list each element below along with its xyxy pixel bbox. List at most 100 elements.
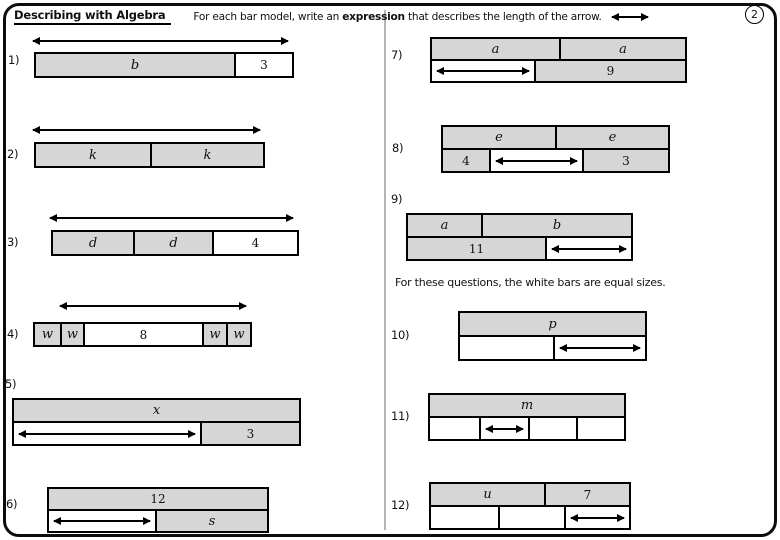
problem-number-10: 10) [391,328,410,342]
arrow-cell [14,423,200,444]
arrow-cell [564,507,629,528]
bar-row: 12 [49,489,267,509]
bar-cell-7: 7 [544,484,629,505]
bar-cell-b: b [36,54,234,76]
problem-number-2: 2) [7,147,19,161]
bar-cell-b: b [481,215,631,236]
arrow-cell [553,337,645,359]
example-double-arrow-icon [610,13,649,21]
measure-arrow-icon-9 [551,244,627,253]
bar-cell-a: a [432,39,559,59]
bar-row [460,335,645,359]
bar-cell [528,418,576,439]
bar-row: 9 [432,59,685,81]
equal-sizes-note: For these questions, the white bars are … [395,276,666,289]
bar-row: x [14,400,299,421]
bar-cell-m: m [430,395,624,416]
bar-cell-p: p [460,313,645,335]
problem-number-4: 4) [7,327,19,341]
problem-number-12: 12) [391,498,410,512]
bar-cell [460,337,553,359]
measure-arrow-icon-8 [495,156,578,165]
bar-row [431,505,629,528]
bar-cell [431,507,498,528]
bar-cell-k: k [36,144,150,166]
bar-cell-3: 3 [234,54,292,76]
bar-cell [430,418,479,439]
bar-model-10: p [458,311,647,361]
arrow-cell [489,150,582,171]
bar-cell-8: 8 [83,324,202,345]
page-number-badge: 2 [745,5,764,24]
problem-number-9: 9) [391,192,403,206]
bar-cell-4: 4 [443,150,489,171]
bar-cell-w: w [226,324,250,345]
column-divider [384,10,386,530]
bar-cell-d: d [133,232,212,254]
problem-number-8: 8) [392,141,404,155]
bar-model-11: m [428,393,626,441]
bar-cell-u: u [431,484,544,505]
instruction-bold-word: expression [342,10,405,23]
arrow-cell [479,418,528,439]
measure-arrow-icon-7 [436,67,530,75]
measure-arrow-icon-1 [32,37,289,45]
instruction-suffix: that describes the length of the arrow. [404,10,602,23]
bar-row: p [460,313,645,335]
bar-cell-11: 11 [408,238,545,259]
bar-cell-a: a [408,215,481,236]
measure-arrow-icon-6 [53,517,151,525]
arrow-cell [49,511,155,531]
arrow-cell [545,238,631,259]
bar-cell-e: e [555,127,668,148]
bar-cell-12: 12 [49,489,267,509]
bar-cell-k: k [150,144,263,166]
measure-arrow-icon-11 [485,424,524,433]
problem-number-1: 1) [8,53,20,67]
problem-number-6: 6) [6,497,18,511]
measure-arrow-icon-5 [18,429,196,438]
measure-arrow-icon-12 [570,513,625,522]
measure-arrow-icon-10 [559,344,641,352]
instruction-text: For each bar model, write an expression … [193,11,601,23]
measure-arrow-icon-4 [59,302,247,310]
measure-arrow-icon-3 [49,214,294,222]
problem-number-7: 7) [391,48,403,62]
bar-cell-9: 9 [534,61,685,81]
bar-row: 3 [14,421,299,444]
header: Describing with Algebra For each bar mod… [14,8,649,25]
bar-cell [498,507,564,528]
bar-cell-w: w [35,324,60,345]
worksheet-title: Describing with Algebra [14,8,172,25]
page-border [3,3,777,537]
bar-cell-w: w [60,324,83,345]
problem-number-3: 3) [7,235,19,249]
bar-cell [576,418,624,439]
bar-row: s [49,509,267,531]
bar-cell-3: 3 [200,423,299,444]
measure-arrow-icon-2 [32,126,261,134]
bar-cell-3: 3 [582,150,668,171]
bar-row [430,416,624,439]
problem-number-5: 5) [5,377,17,391]
bar-cell-s: s [155,511,267,531]
bar-cell-e: e [443,127,555,148]
bar-row: 11 [408,236,631,259]
